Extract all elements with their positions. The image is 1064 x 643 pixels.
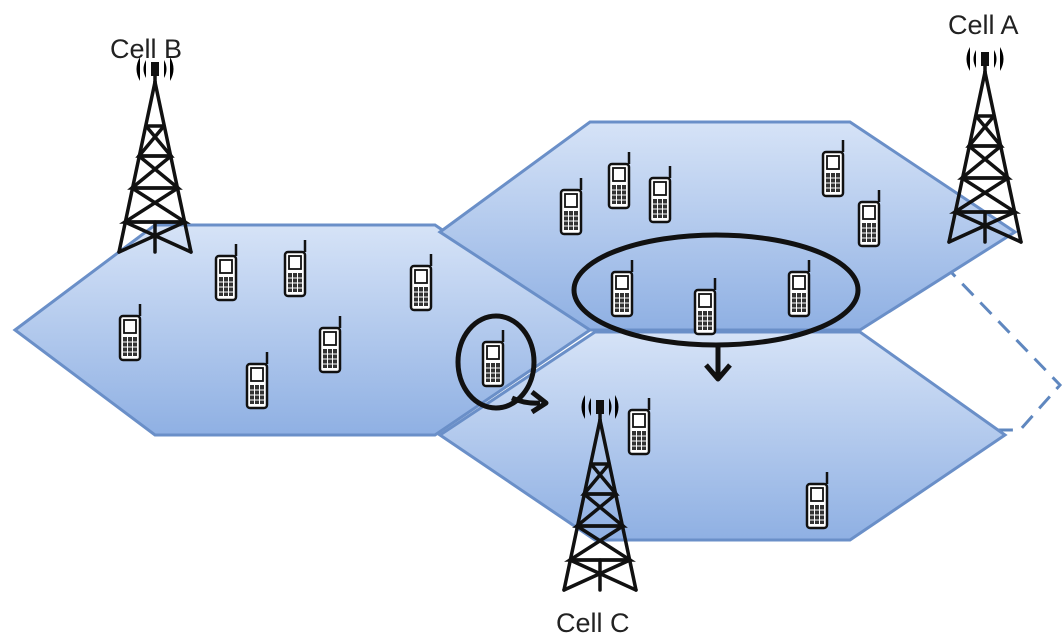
cell-b-label: Cell B bbox=[110, 34, 182, 64]
handover-arrow-icon bbox=[704, 345, 732, 382]
cell-tower-icon bbox=[117, 55, 193, 254]
cell-a-hexagon bbox=[437, 120, 1018, 332]
cell-c-hexagon bbox=[437, 330, 1008, 542]
cell-tower-icon bbox=[947, 45, 1023, 244]
handover-arrow-icon bbox=[510, 390, 549, 415]
cell-c-label: Cell C bbox=[556, 608, 630, 638]
handover-single-circle bbox=[455, 313, 537, 411]
cell-a-label: Cell A bbox=[948, 10, 1019, 40]
